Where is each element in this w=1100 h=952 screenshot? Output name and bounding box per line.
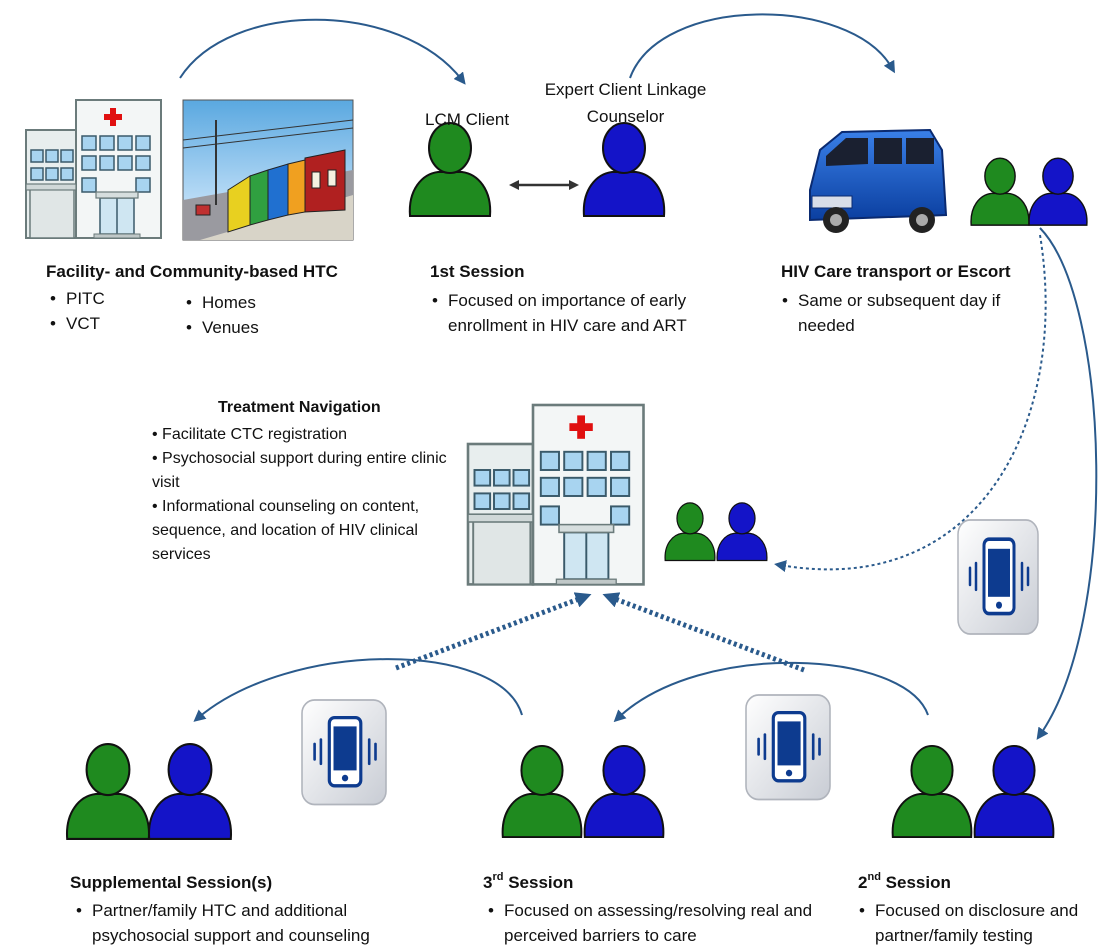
third-counselor-person-icon xyxy=(583,744,665,839)
arrow-second-to-third-session xyxy=(613,661,929,723)
third-session-title: 3rd Session xyxy=(483,871,573,895)
van-icon xyxy=(798,120,950,240)
dotted-arrow-third-to-navigation xyxy=(602,592,805,673)
third-session-title-sup: rd xyxy=(492,871,504,884)
dotted-arrow-supplemental-to-navigation xyxy=(395,592,592,671)
lcm-client-label: LCM Client xyxy=(425,110,510,129)
supplemental-client-person-icon xyxy=(65,743,151,840)
bullet-item: Focused on disclosure and partner/family… xyxy=(855,898,1095,948)
transport-bullets: Same or subsequent day if needed xyxy=(778,288,1008,338)
community-street-photo xyxy=(182,99,354,241)
phone-icon xyxy=(744,693,832,802)
supplemental-bullets: Partner/family HTC and additional psycho… xyxy=(72,898,402,948)
facility-title: Facility- and Community-based HTC xyxy=(46,262,338,281)
first-session-title: 1st Session xyxy=(430,262,525,281)
navigation-title: Treatment Navigation xyxy=(218,399,381,416)
navigation-hospital-icon xyxy=(466,403,645,586)
facility-bullets-left: PITC VCT xyxy=(46,286,105,336)
third-session-title-num: 3 xyxy=(483,873,493,892)
phone-icon xyxy=(956,518,1040,636)
lcm-client-person-icon xyxy=(408,122,492,217)
transport-counselor-person-icon xyxy=(1028,157,1088,226)
first-session-bullets: Focused on importance of early enrollmen… xyxy=(428,288,718,338)
counselor-person-icon xyxy=(582,122,666,217)
expert-counselor-label: Expert Client Linkage Counselor xyxy=(544,80,707,126)
second-session-bullets: Focused on disclosure and partner/family… xyxy=(855,898,1095,948)
bullet-item: Venues xyxy=(182,315,259,340)
bullet-item: Homes xyxy=(182,290,259,315)
second-session-title: 2nd Session xyxy=(858,871,951,895)
arrow-third-to-supplemental-session xyxy=(193,658,523,722)
bullet-item: Partner/family HTC and additional psycho… xyxy=(72,898,402,948)
bullet-item: Informational counseling on content, seq… xyxy=(152,495,462,567)
third-session-title-rest: Session xyxy=(503,873,574,892)
facility-bullets-right: Homes Venues xyxy=(182,290,259,340)
arrow-htc-to-first-session xyxy=(179,18,466,85)
second-session-title-sup: nd xyxy=(867,871,881,884)
second-client-person-icon xyxy=(891,744,973,839)
transport-title: HIV Care transport or Escort xyxy=(781,262,1011,281)
second-session-title-rest: Session xyxy=(880,873,951,892)
second-session-title-num: 2 xyxy=(858,873,868,892)
bullet-item: Focused on importance of early enrollmen… xyxy=(428,288,718,338)
bullet-item: Same or subsequent day if needed xyxy=(778,288,1008,338)
bullet-item: Focused on assessing/resolving real and … xyxy=(484,898,829,948)
hospital-icon xyxy=(25,99,162,239)
navigation-counselor-person-icon xyxy=(716,502,768,562)
third-session-bullets: Focused on assessing/resolving real and … xyxy=(484,898,829,948)
bullet-item: VCT xyxy=(46,311,105,336)
phone-icon xyxy=(300,698,388,807)
transport-client-person-icon xyxy=(970,157,1030,226)
navigation-bullets: Facilitate CTC registration Psychosocial… xyxy=(152,423,462,567)
bullet-item: Psychosocial support during entire clini… xyxy=(152,447,462,495)
arrow-first-session-to-transport xyxy=(629,13,896,79)
third-client-person-icon xyxy=(501,744,583,839)
bullet-item: PITC xyxy=(46,286,105,311)
arrow-transport-to-second-session xyxy=(1036,227,1098,740)
navigation-client-person-icon xyxy=(664,502,716,562)
bullet-item: Facilitate CTC registration xyxy=(152,423,462,447)
second-counselor-person-icon xyxy=(973,744,1055,839)
supplemental-title: Supplemental Session(s) xyxy=(70,873,273,892)
supplemental-counselor-person-icon xyxy=(147,743,233,840)
